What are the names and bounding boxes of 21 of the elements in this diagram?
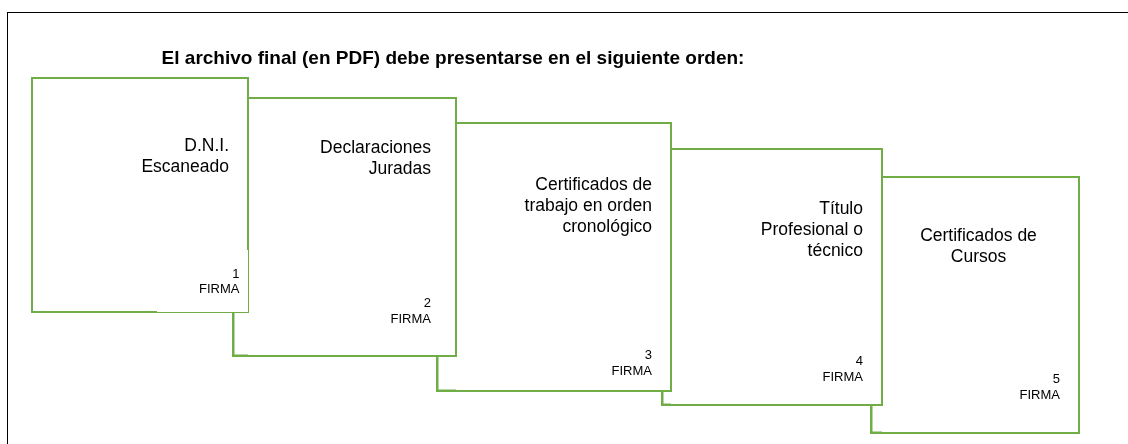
document-page [31,77,249,313]
document-page [248,97,457,357]
document-name: Certificados de Cursos [919,225,1038,267]
document-name: Título Profesional o técnico [759,198,863,261]
page-number: 5 [1051,371,1060,387]
document-name: Declaraciones Juradas [319,137,431,179]
signature-label: FIRMA [822,368,863,385]
document-page [882,176,1080,434]
signature-label: FIRMA [198,281,240,297]
page-number: 1 [231,265,240,282]
document-name: Certificados de trabajo en orden cronológico [523,174,652,237]
signature-label: FIRMA [1019,386,1060,403]
document-page [456,122,672,392]
title: El archivo final (en PDF) debe presentarse en el siguiente orden: [161,47,745,69]
page-number: 2 [422,295,431,311]
signature-label: FIRMA [611,362,652,379]
document-name: D.N.I. Escaneado [140,135,229,177]
page-number: 4 [854,353,863,369]
signature-label: FIRMA [390,310,431,327]
page-number: 3 [643,347,652,363]
document-page [671,148,883,406]
